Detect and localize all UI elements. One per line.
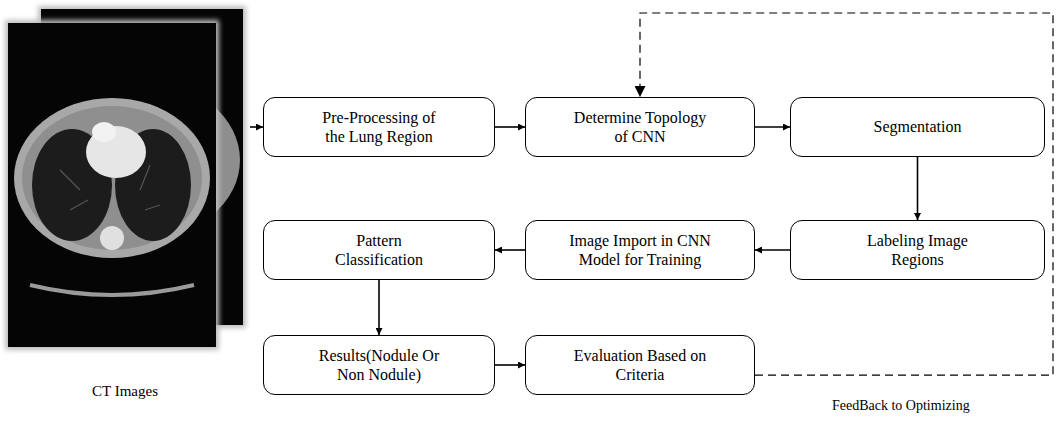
- process-box: Segmentation: [790, 97, 1045, 157]
- process-box: Evaluation Based on Criteria: [525, 335, 755, 395]
- box-label: Segmentation: [874, 117, 962, 136]
- box-label: Pre-Processing of the Lung Region: [312, 108, 447, 146]
- box-label: Evaluation Based on Criteria: [565, 346, 715, 384]
- spine: [100, 226, 124, 250]
- flow-arrow: [378, 280, 380, 335]
- process-box: Image Import in CNN Model for Training: [525, 220, 755, 280]
- box-label: Image Import in CNN Model for Training: [560, 231, 720, 269]
- process-box: Determine Topology of CNN: [525, 97, 755, 157]
- flow-arrow: [495, 364, 525, 366]
- body-tissue: [22, 106, 202, 250]
- body-outline: [14, 98, 210, 258]
- box-label: Pattern Classification: [329, 231, 429, 269]
- process-box: Pre-Processing of the Lung Region: [263, 97, 495, 157]
- flow-arrow: [917, 157, 919, 220]
- process-box: Pattern Classification: [263, 220, 495, 280]
- box-label: Determine Topology of CNN: [570, 108, 710, 146]
- slice-glow: [5, 20, 219, 350]
- box-label: Labeling Image Regions: [858, 231, 978, 269]
- flow-arrow: [495, 126, 525, 128]
- process-box: Results(Nodule Or Non Nodule): [263, 335, 495, 395]
- image-caption: CT Images: [92, 382, 158, 400]
- flow-arrow: [755, 249, 790, 251]
- edge-label: FeedBack to Optimizing: [830, 398, 972, 415]
- process-box: Labeling Image Regions: [790, 220, 1045, 280]
- image-node: CT Images: [0, 0, 250, 402]
- ct-table: [30, 285, 194, 295]
- flow-arrow: [755, 126, 790, 128]
- box-label: Results(Nodule Or Non Nodule): [312, 346, 447, 384]
- feedback-arrow: [640, 13, 1053, 375]
- flow-arrow: [495, 249, 525, 251]
- flow-arrow: [250, 126, 263, 128]
- aorta: [92, 122, 116, 142]
- ct-slice-front: [8, 23, 216, 347]
